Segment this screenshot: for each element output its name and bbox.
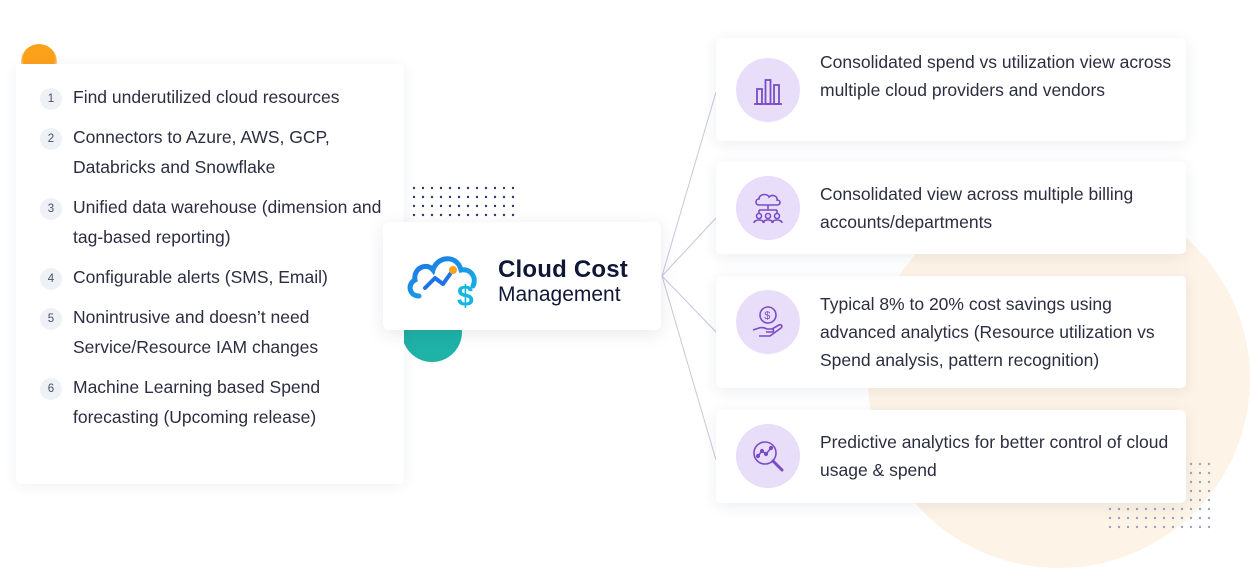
features-panel: 1 Find underutilized cloud resources 2 C… <box>16 64 404 484</box>
benefit-card: $ Typical 8% to 20% cost savings using a… <box>716 276 1186 388</box>
hand-dollar-icon: $ <box>736 290 800 354</box>
list-item-text: Nonintrusive and doesn’t need Service/Re… <box>73 307 319 357</box>
list-item-text: Connectors to Azure, AWS, GCP, Databrick… <box>73 127 330 177</box>
list-number-badge: 1 <box>40 88 62 110</box>
list-number-badge: 5 <box>40 308 62 330</box>
list-item: 2 Connectors to Azure, AWS, GCP, Databri… <box>40 126 390 182</box>
benefit-text: Consolidated spend vs utilization view a… <box>820 52 1172 100</box>
svg-text:$: $ <box>457 280 474 308</box>
cloud-dollar-icon: $ <box>405 248 481 313</box>
magnifier-analytics-icon <box>736 424 800 488</box>
benefit-card: Predictive analytics for better control … <box>716 410 1186 503</box>
benefit-text: Predictive analytics for better control … <box>820 432 1169 480</box>
benefit-text: Typical 8% to 20% cost savings using adv… <box>820 294 1155 370</box>
product-logo-card: $ Cloud Cost Management <box>383 222 661 330</box>
cloud-network-users-icon <box>736 176 800 240</box>
list-number-badge: 6 <box>40 378 62 400</box>
logo-subtitle: Management <box>498 283 621 306</box>
list-number-badge: 2 <box>40 128 62 150</box>
list-number-badge: 4 <box>40 268 62 290</box>
list-item: 3 Unified data warehouse (dimension and … <box>40 196 390 252</box>
list-number-badge: 3 <box>40 198 62 220</box>
benefit-text: Consolidated view across multiple billin… <box>820 184 1134 232</box>
list-item-text: Unified data warehouse (dimension and ta… <box>73 197 382 247</box>
features-list: 1 Find underutilized cloud resources 2 C… <box>40 86 390 446</box>
list-item-text: Find underutilized cloud resources <box>73 87 340 107</box>
benefit-card: Consolidated view across multiple billin… <box>716 162 1186 254</box>
benefit-card: Consolidated spend vs utilization view a… <box>716 38 1186 141</box>
logo-title: Cloud Cost <box>498 256 628 283</box>
svg-text:$: $ <box>764 310 770 322</box>
list-item: 6 Machine Learning based Spend forecasti… <box>40 376 390 432</box>
list-item-text: Configurable alerts (SMS, Email) <box>73 267 328 287</box>
list-item-text: Machine Learning based Spend forecasting… <box>73 377 321 427</box>
bar-chart-icon <box>736 58 800 122</box>
list-item: 4 Configurable alerts (SMS, Email) <box>40 266 390 292</box>
dot-grid-top-center <box>412 186 518 222</box>
list-item: 1 Find underutilized cloud resources <box>40 86 390 112</box>
list-item: 5 Nonintrusive and doesn’t need Service/… <box>40 306 390 362</box>
